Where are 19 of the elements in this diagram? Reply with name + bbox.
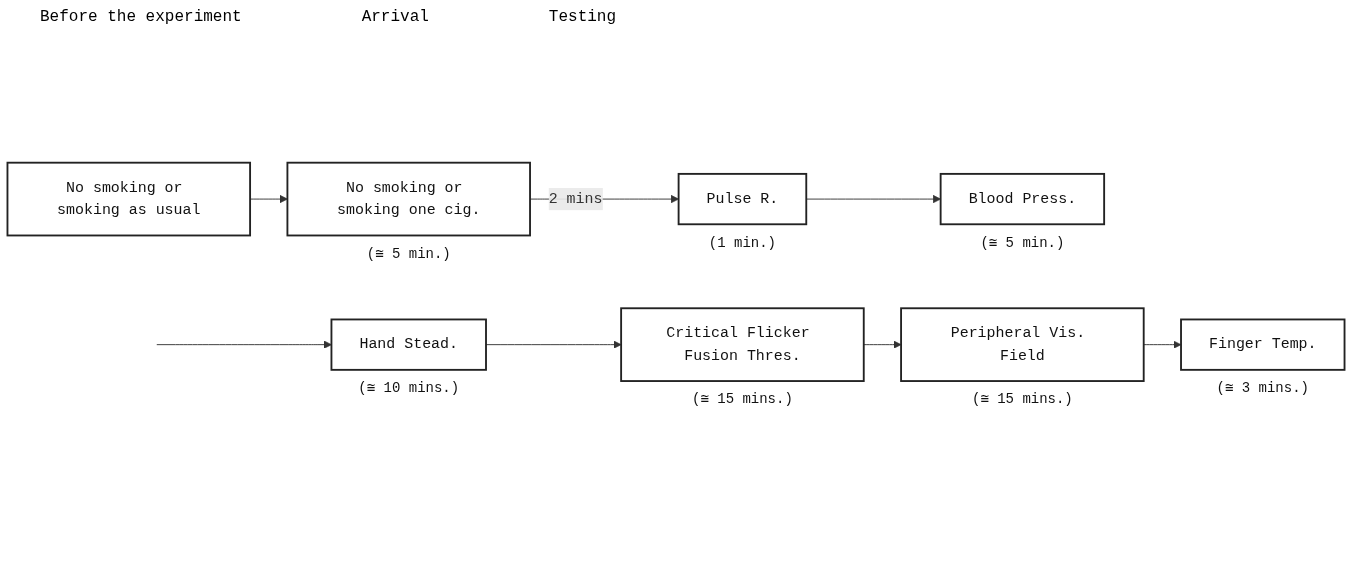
node-box: Pulse R. [677,172,808,226]
column-heading: Before the experiment [40,8,242,26]
node-box: Hand Stead. [330,318,487,371]
node-box: No smoking or smoking as usual [6,161,252,237]
duration-label: (≅ 5 min.) [980,234,1065,251]
node-box: No smoking or smoking one cig. [286,161,531,237]
duration-label: (≅ 5 min.) [366,245,451,262]
node-box: Finger Temp. [1180,318,1346,371]
node-box: Blood Press. [939,172,1106,226]
node-box: Critical Flicker Fusion Thres. [620,307,865,382]
duration-label: (≅ 15 mins.) [972,391,1073,408]
column-heading: Testing [548,8,617,26]
node-box: Peripheral Vis. Field [900,307,1145,382]
duration-label: (≅ 10 mins.) [358,380,460,397]
duration-label: (1 min.) [708,234,776,251]
column-heading: Arrival [361,8,429,26]
edge-label: 2 mins [548,190,603,208]
duration-label: (≅ 15 mins.) [692,391,793,408]
duration-label: (≅ 3 mins.) [1216,380,1309,397]
